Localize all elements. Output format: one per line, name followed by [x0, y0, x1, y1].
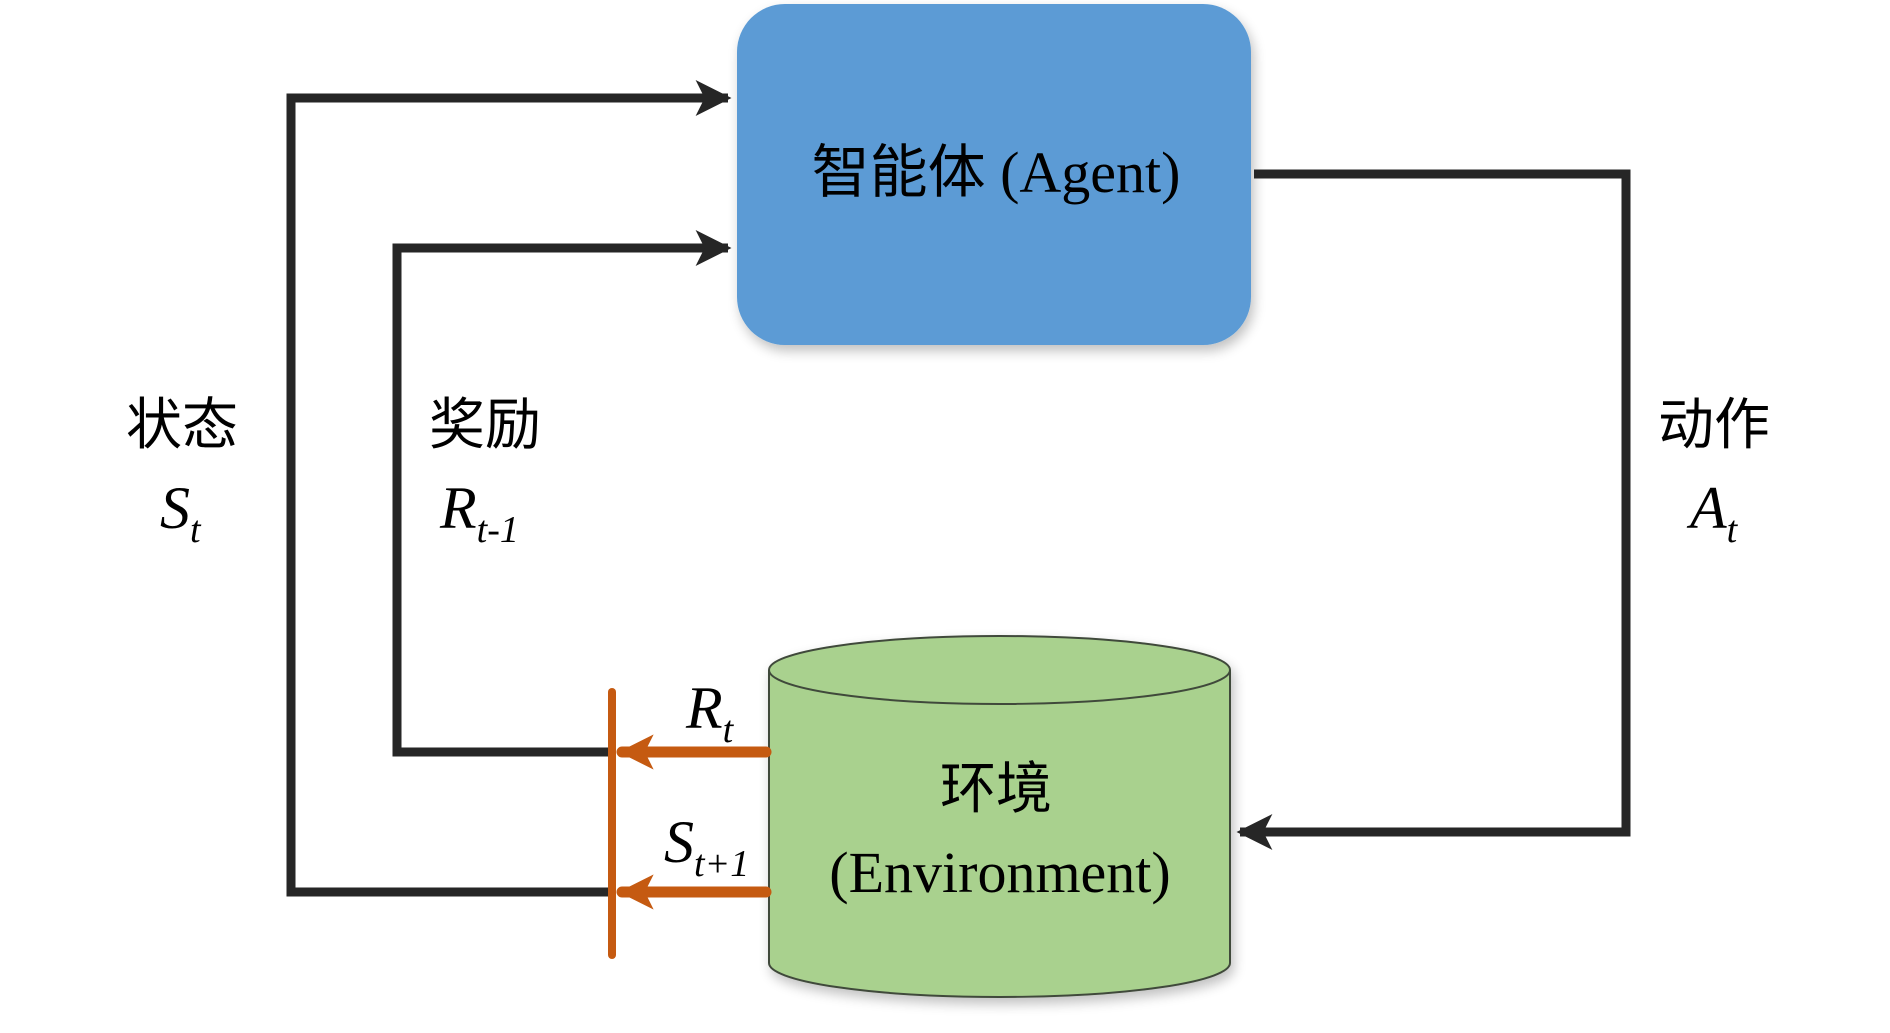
- state-label-cn: 状态: [126, 393, 238, 458]
- environment-node: [768, 635, 1231, 998]
- environment-label-en: (Environment): [829, 840, 1170, 905]
- agent-node: 智能体 (Agent): [737, 4, 1251, 345]
- reward-symbol: Rt-1: [439, 475, 519, 551]
- action-symbol: At: [1686, 475, 1739, 551]
- agent-box: [737, 4, 1251, 345]
- action-edge: [1236, 169, 1631, 850]
- state-next-symbol: St+1: [664, 809, 749, 885]
- environment-cylinder-body: [768, 670, 1231, 998]
- agent-label: 智能体 (Agent): [812, 140, 1181, 205]
- environment-label-cn: 环境: [940, 757, 1052, 822]
- reward-next-symbol: Rt: [685, 675, 735, 751]
- environment-cylinder-top: [768, 635, 1231, 705]
- reward-label-cn: 奖励: [429, 393, 541, 458]
- state-symbol: St: [160, 475, 202, 551]
- action-label-cn: 动作: [1658, 393, 1770, 458]
- reward-edge: [392, 230, 732, 757]
- state-edge: [286, 80, 732, 897]
